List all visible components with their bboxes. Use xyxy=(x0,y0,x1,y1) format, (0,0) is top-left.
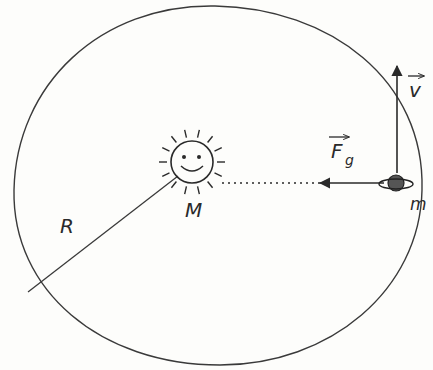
sun-ray xyxy=(159,161,167,162)
gravity-force-arrow xyxy=(320,182,384,184)
sun-ray xyxy=(185,130,187,138)
sun-symbol xyxy=(159,130,225,194)
sun-ray xyxy=(162,148,169,151)
sun-ray xyxy=(162,173,169,176)
radius-line xyxy=(28,176,178,292)
orbit-circle xyxy=(14,6,422,365)
sun-ray xyxy=(171,136,176,142)
force-subscript: g xyxy=(345,153,354,167)
sun-ray xyxy=(215,173,222,176)
mass-label: M xyxy=(185,200,202,220)
velocity-arrow xyxy=(396,66,398,173)
sun-ray xyxy=(185,186,187,194)
velocity-label: v xyxy=(409,80,421,100)
planet-mass-label: m xyxy=(410,196,427,213)
sun-ray xyxy=(198,186,200,194)
sun-ray xyxy=(171,182,176,188)
sun-ray xyxy=(215,148,222,151)
force-label: F xyxy=(331,141,343,161)
sun-ray xyxy=(217,161,225,162)
sun-ray xyxy=(208,136,213,142)
radius-label: R xyxy=(60,216,74,236)
planet-symbol xyxy=(379,175,413,191)
sun-ray xyxy=(198,130,200,138)
vector-mark xyxy=(408,75,424,76)
vector-mark xyxy=(329,136,349,137)
gravity-dotted-line xyxy=(222,182,320,184)
sun-ray xyxy=(208,182,213,188)
